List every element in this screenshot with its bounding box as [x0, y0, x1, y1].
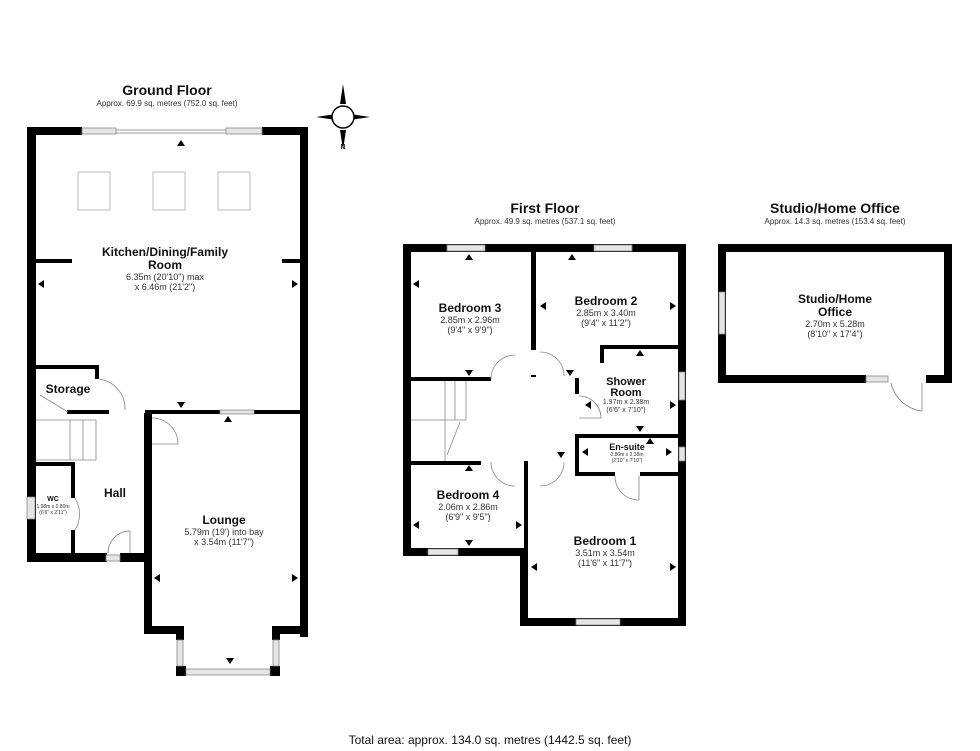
ground-floor-title: Ground Floor — [122, 82, 212, 98]
room-studio-home-office: Studio/Home Office 2.70m x 5.28m (8'10" … — [785, 292, 885, 340]
ground-floor-windows — [26, 127, 280, 676]
room-name: Bedroom 4 — [436, 488, 500, 502]
room-dimensions-metric: 3.51m x 3.54m — [575, 548, 635, 558]
compass-rose-icon — [316, 84, 370, 150]
room-name: Storage — [45, 382, 91, 396]
first-floor-title: First Floor — [510, 200, 580, 216]
room-name: Kitchen/Dining/Family Room — [101, 245, 228, 272]
first-floor-doors — [411, 351, 640, 501]
room-dimensions-imperial: (6'6" x 2'11") — [39, 510, 67, 516]
ground-floor-plan — [27, 127, 308, 676]
studio-title: Studio/Home Office — [770, 200, 900, 216]
room-name: Shower Room — [606, 376, 646, 399]
room-name: En-suite — [609, 442, 645, 452]
room-kitchen-dining-family: Kitchen/Dining/Family Room 6.35m (20'10"… — [90, 245, 240, 293]
room-dimensions-imperial: (11'6" x 11'7") — [577, 558, 633, 568]
ground-floor-doors — [36, 378, 179, 554]
room-lounge: Lounge 5.79m (19') into bay x 3.54m (11'… — [160, 513, 288, 548]
room-dimensions-imperial: (2'10" x 7'10") — [611, 458, 643, 464]
room-wc: WC 1.98m x 0.80m (6'6" x 2'11") — [34, 496, 72, 516]
room-dimensions-metric: 0.86m x 2.38m — [610, 452, 644, 458]
room-hall: Hall — [90, 487, 140, 500]
room-name: Lounge — [202, 513, 246, 527]
room-dimensions-imperial: x 3.54m (11'7") — [194, 537, 254, 547]
room-dimensions-imperial: (8'10" x 17'4") — [807, 329, 863, 339]
ground-floor-arrows — [38, 140, 298, 664]
room-bedroom-2: Bedroom 2 2.85m x 3.40m (9'4" x 11'2") — [556, 294, 656, 329]
room-dimensions-metric: 2.06m x 2.86m — [438, 502, 498, 512]
room-name: Studio/Home Office — [798, 292, 872, 319]
skylights — [77, 171, 251, 211]
room-dimensions-metric: 1.98m x 0.80m — [36, 504, 70, 510]
room-bedroom-4: Bedroom 4 2.06m x 2.86m (6'9" x 9'5") — [418, 488, 518, 523]
room-dimensions-metric: 1.97m x 2.38m — [602, 399, 650, 406]
room-name: Bedroom 1 — [573, 534, 637, 548]
total-area: Total area: approx. 134.0 sq. metres (14… — [348, 733, 632, 747]
room-bedroom-3: Bedroom 3 2.85m x 2.96m (9'4" x 9'9") — [420, 301, 520, 336]
first-floor-area: Approx. 49.9 sq. metres (537.1 sq. feet) — [474, 217, 616, 226]
room-name: WC — [47, 496, 59, 503]
room-storage: Storage — [38, 383, 98, 396]
room-name: Bedroom 3 — [438, 301, 502, 315]
room-dimensions-imperial: (6'9" x 9'5") — [445, 512, 491, 522]
room-name: Hall — [103, 486, 126, 500]
room-en-suite: En-suite 0.86m x 2.38m (2'10" x 7'10") — [592, 442, 662, 465]
studio-windows — [718, 291, 889, 383]
studio-area: Approx. 14.3 sq. metres (153.4 sq. feet) — [764, 217, 906, 226]
room-dimensions-metric: 2.85m x 2.96m — [440, 315, 500, 325]
room-name: Bedroom 2 — [574, 294, 638, 308]
room-dimensions-imperial: (6'6" x 7'10") — [606, 407, 646, 414]
first-floor-windows — [427, 244, 686, 626]
room-dimensions-metric: 2.70m x 5.28m — [805, 319, 865, 329]
room-dimensions-metric: 2.85m x 3.40m — [576, 308, 636, 318]
room-shower-room: Shower Room 1.97m x 2.38m (6'6" x 7'10") — [596, 377, 656, 415]
room-dimensions-metric: 6.35m (20'10") max — [126, 272, 204, 282]
room-dimensions-metric: 5.79m (19') into bay — [184, 527, 264, 537]
ground-floor-area: Approx. 69.9 sq. metres (752.0 sq. feet) — [96, 99, 238, 108]
room-dimensions-imperial: (9'4" x 9'9") — [447, 325, 493, 335]
room-bedroom-1: Bedroom 1 3.51m x 3.54m (11'6" x 11'7") — [550, 534, 660, 569]
room-dimensions-imperial: (9'4" x 11'2") — [581, 318, 631, 328]
room-dimensions-imperial: x 6.46m (21'2") — [134, 282, 196, 292]
studio-door — [890, 382, 923, 412]
first-floor-arrows — [413, 254, 676, 571]
compass-north-label: N — [340, 144, 346, 151]
